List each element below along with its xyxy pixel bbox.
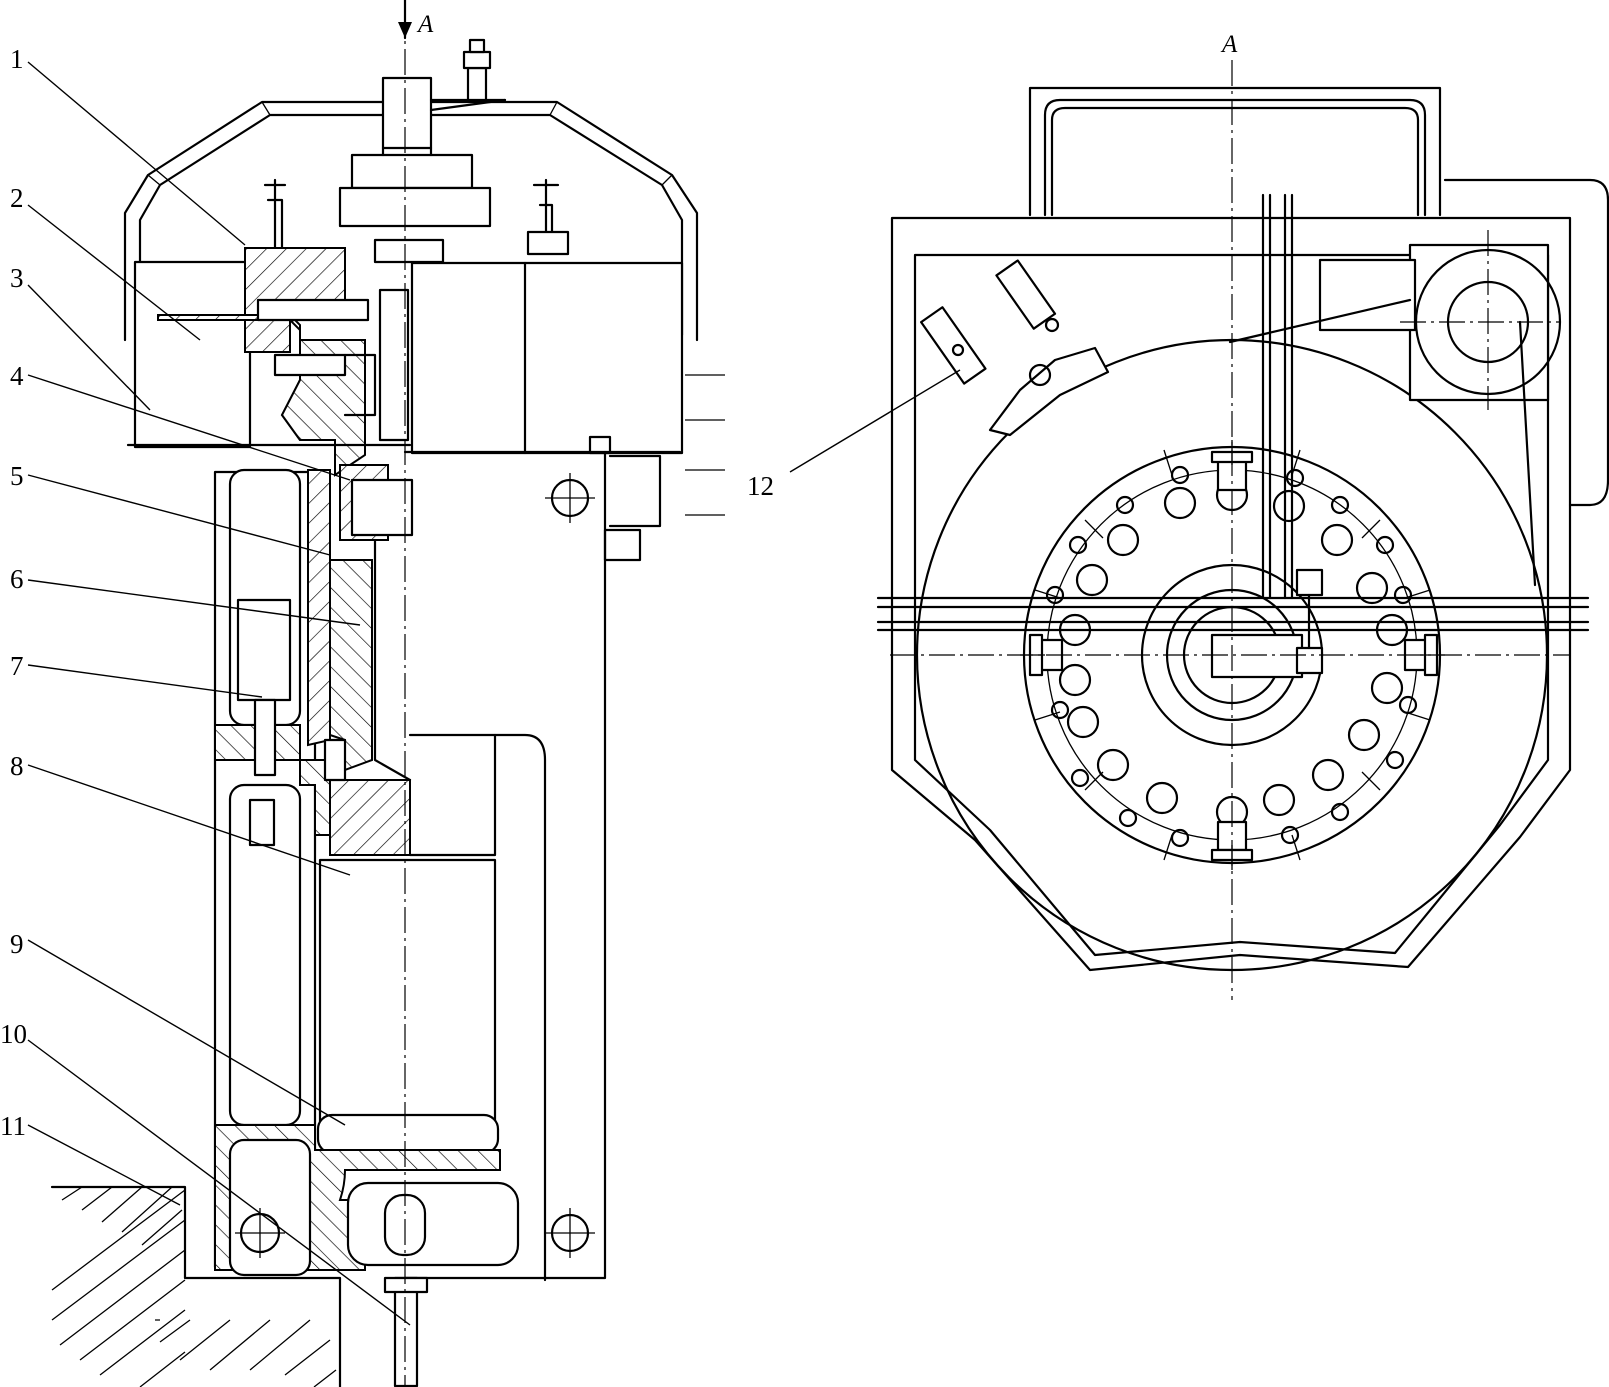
gear-housing [410, 261, 684, 455]
label-part-5: 5 [10, 461, 24, 491]
top-fitting [338, 38, 507, 228]
label-part-11: 11 [0, 1111, 26, 1141]
leader-lines [27, 61, 961, 1326]
section-mark-right: A [1220, 31, 1238, 58]
main-frame [403, 450, 607, 1280]
label-part-7: 7 [10, 651, 24, 681]
section-view [50, 0, 725, 1387]
a-view [876, 60, 1609, 1000]
top-bolts [263, 178, 570, 264]
label-part-8: 8 [10, 751, 24, 781]
label-part-1: 1 [10, 44, 24, 74]
label-part-6: 6 [10, 564, 24, 594]
label-part-9: 9 [10, 929, 24, 959]
lower-body [214, 538, 547, 1387]
part-number-labels: 1 2 3 4 5 6 7 8 9 10 11 12 A A [0, 11, 1238, 1141]
drive-motor [1228, 243, 1562, 587]
label-part-10: 10 [0, 1019, 27, 1049]
label-part-4: 4 [10, 361, 24, 391]
tension-device [920, 259, 1110, 437]
label-part-2: 2 [10, 183, 24, 213]
label-part-12: 12 [747, 471, 774, 501]
label-part-3: 3 [10, 263, 24, 293]
foundation [50, 1185, 342, 1387]
a-view-housing [890, 216, 1572, 972]
lifting-handle [1028, 86, 1442, 217]
section-mark-left: A [416, 11, 434, 38]
